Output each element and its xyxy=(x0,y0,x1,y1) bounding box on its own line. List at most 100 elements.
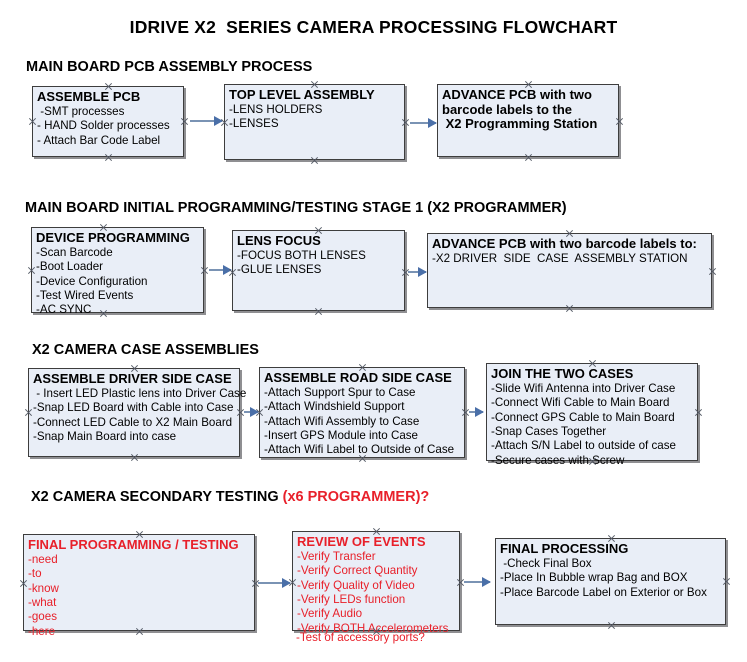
node-line: -Connect GPS Cable to Main Board xyxy=(491,410,675,424)
node-line: -know xyxy=(28,581,59,595)
node-line: - Attach Bar Code Label xyxy=(37,133,161,147)
node-line: -Slide Wifi Antenna into Driver Case xyxy=(491,381,676,395)
node-assemble-pcb[interactable]: ASSEMBLE PCB -SMT processes - HAND Solde… xyxy=(32,86,184,157)
section-heading-1-text: MAIN BOARD PCB ASSEMBLY PROCESS xyxy=(26,59,313,75)
node-line: - Insert LED Plastic lens into Driver Ca… xyxy=(33,386,247,400)
node-advance-pcb-programming-station[interactable]: ADVANCE PCB with two barcode labels to t… xyxy=(437,84,619,157)
page-title: IDRIVE X2 SERIES CAMERA PROCESSING FLOWC… xyxy=(129,17,618,37)
node-device-programming[interactable]: DEVICE PROGRAMMING -Scan Barcode -Boot L… xyxy=(31,227,204,316)
node-assemble-pcb-body: ASSEMBLE PCB -SMT processes - HAND Solde… xyxy=(37,89,181,148)
node-title: ASSEMBLE DRIVER SIDE CASE xyxy=(33,371,232,386)
node-title: ADVANCE PCB with two xyxy=(442,87,592,102)
node-title: LENS FOCUS xyxy=(237,233,321,248)
node-assemble-road-side-case[interactable]: ASSEMBLE ROAD SIDE CASE -Attach Support … xyxy=(259,367,465,458)
node-title: DEVICE PROGRAMMING xyxy=(36,230,190,245)
node-line: -Scan Barcode xyxy=(36,245,113,259)
node-line: -Verify BOTH Accelerometers xyxy=(297,621,449,635)
node-line: -AC SYNC xyxy=(36,303,92,317)
node-title-line3: X2 Programming Station xyxy=(442,116,598,132)
node-line: -Check Final Box xyxy=(500,556,592,570)
node-line: -here xyxy=(28,624,56,638)
node-title: TOP LEVEL ASSEMBLY xyxy=(229,87,375,102)
node-line: -Attach S/N Label to outside of case xyxy=(491,439,676,453)
section-heading-3-text: X2 CAMERA CASE ASSEMBLIES xyxy=(32,342,259,358)
node-line: -Verify Transfer xyxy=(297,549,376,563)
node-join-the-two-cases[interactable]: JOIN THE TWO CASES -Slide Wifi Antenna i… xyxy=(486,363,698,467)
node-line: -goes xyxy=(28,610,58,624)
connector-arrow xyxy=(209,265,232,275)
node-advance-pcb-driver-side-body: ADVANCE PCB with two barcode labels to: … xyxy=(432,236,709,266)
node-line: -Attach Support Spur to Case xyxy=(264,385,416,399)
node-line: -SMT processes xyxy=(37,104,125,118)
node-line: -Snap LED Board with Cable into Case xyxy=(33,401,234,415)
node-line: -Place Barcode Label on Exterior or Box xyxy=(500,585,707,599)
node-title: ADVANCE PCB with two barcode labels to: xyxy=(432,236,697,251)
node-line: -Verify Quality of Video xyxy=(297,578,415,592)
node-final-programming-testing-body: FINAL PROGRAMMING / TESTING -need -to -k… xyxy=(28,537,252,639)
node-line: -Connect Wifi Cable to Main Board xyxy=(491,396,670,410)
connector-arrow xyxy=(244,407,259,417)
section-heading-3: X2 CAMERA CASE ASSEMBLIES xyxy=(32,342,259,358)
node-line: -LENS HOLDERS xyxy=(229,102,323,116)
section-heading-4-accent: (x6 PROGRAMMER)? xyxy=(282,489,430,505)
node-top-level-assembly[interactable]: TOP LEVEL ASSEMBLY -LENS HOLDERS -LENSES xyxy=(224,84,405,160)
node-line: -Place In Bubble wrap Bag and BOX xyxy=(500,571,688,585)
node-title: ASSEMBLE ROAD SIDE CASE xyxy=(264,370,452,385)
node-line: -Snap Main Board into case xyxy=(33,430,177,443)
connector-arrow xyxy=(464,577,491,587)
connector-arrow xyxy=(408,267,427,277)
section-heading-4: X2 CAMERA SECONDARY TESTING (x6 PROGRAMM… xyxy=(31,489,429,505)
node-advance-pcb-driver-side[interactable]: ADVANCE PCB with two barcode labels to: … xyxy=(427,233,712,308)
node-line: - HAND Solder processes xyxy=(37,119,170,133)
node-title: REVIEW OF EVENTS xyxy=(297,534,426,549)
node-line: -Attach Wifi Assembly to Case xyxy=(264,414,420,428)
node-advance-pcb-body: ADVANCE PCB with two barcode labels to t… xyxy=(442,87,616,132)
section-heading-4-text: X2 CAMERA SECONDARY TESTING xyxy=(31,489,283,505)
node-line: -Device Configuration xyxy=(36,274,148,288)
node-lens-focus[interactable]: LENS FOCUS -FOCUS BOTH LENSES -GLUE LENS… xyxy=(232,230,405,311)
node-line: -Connect LED Cable to X2 Main Board xyxy=(33,415,233,429)
node-line: -what xyxy=(28,596,57,609)
node-line: -Verify LEDs function xyxy=(297,593,406,606)
node-line: -Attach Windshield Support xyxy=(264,400,405,414)
node-title-line2: barcode labels to the xyxy=(442,101,573,117)
section-heading-1: MAIN BOARD PCB ASSEMBLY PROCESS xyxy=(26,59,312,75)
node-assemble-driver-side-case[interactable]: ASSEMBLE DRIVER SIDE CASE - Insert LED P… xyxy=(28,368,247,457)
node-title: FINAL PROCESSING xyxy=(500,541,629,556)
node-title: ASSEMBLE PCB xyxy=(37,89,141,104)
connector-arrow xyxy=(258,578,291,588)
node-assemble-road-side-case-body: ASSEMBLE ROAD SIDE CASE -Attach Support … xyxy=(264,370,462,458)
node-assemble-driver-side-case-body: ASSEMBLE DRIVER SIDE CASE - Insert LED P… xyxy=(33,371,247,444)
node-device-programming-body: DEVICE PROGRAMMING -Scan Barcode -Boot L… xyxy=(36,230,201,318)
node-line: -to xyxy=(28,567,42,581)
node-title: JOIN THE TWO CASES xyxy=(491,366,634,381)
node-line: -need xyxy=(28,552,58,566)
node-review-of-events-overflow-line: -Test of accessory ports? xyxy=(296,631,425,644)
node-line: -GLUE LENSES xyxy=(237,263,322,277)
node-final-processing-body: FINAL PROCESSING -Check Final Box -Place… xyxy=(500,541,723,600)
section-heading-2: MAIN BOARD INITIAL PROGRAMMING/TESTING S… xyxy=(25,200,567,216)
connector-arrow xyxy=(469,407,484,417)
node-line: -Snap Cases Together xyxy=(491,425,607,438)
node-title: FINAL PROGRAMMING / TESTING xyxy=(28,537,239,552)
connector-arrow xyxy=(410,118,437,128)
section-heading-2-text: MAIN BOARD INITIAL PROGRAMMING/TESTING S… xyxy=(25,200,567,216)
node-top-level-assembly-body: TOP LEVEL ASSEMBLY -LENS HOLDERS -LENSES xyxy=(229,87,402,132)
node-line: -X2 DRIVER SIDE CASE ASSEMBLY STATION xyxy=(432,251,688,265)
node-line: -Test Wired Events xyxy=(36,289,134,302)
node-lens-focus-body: LENS FOCUS -FOCUS BOTH LENSES -GLUE LENS… xyxy=(237,233,402,278)
node-join-the-two-cases-body: JOIN THE TWO CASES -Slide Wifi Antenna i… xyxy=(491,366,695,468)
node-line: -Secure cases with Screw xyxy=(491,453,625,467)
node-line: -FOCUS BOTH LENSES xyxy=(237,248,366,262)
node-line: -Boot Loader xyxy=(36,260,104,274)
node-line: -LENSES xyxy=(229,117,279,131)
node-review-of-events-body: REVIEW OF EVENTS -Verify Transfer -Verif… xyxy=(297,534,457,636)
node-final-programming-testing[interactable]: FINAL PROGRAMMING / TESTING -need -to -k… xyxy=(23,534,255,638)
node-review-of-events[interactable]: REVIEW OF EVENTS -Verify Transfer -Verif… xyxy=(292,531,460,635)
connector-arrow xyxy=(190,116,223,126)
node-line: -Verify Audio xyxy=(297,607,363,621)
node-line: -Attach Wifi Label to Outside of Case xyxy=(264,443,455,457)
node-final-processing[interactable]: FINAL PROCESSING -Check Final Box -Place… xyxy=(495,538,726,625)
node-line: -Insert GPS Module into Case xyxy=(264,429,419,442)
